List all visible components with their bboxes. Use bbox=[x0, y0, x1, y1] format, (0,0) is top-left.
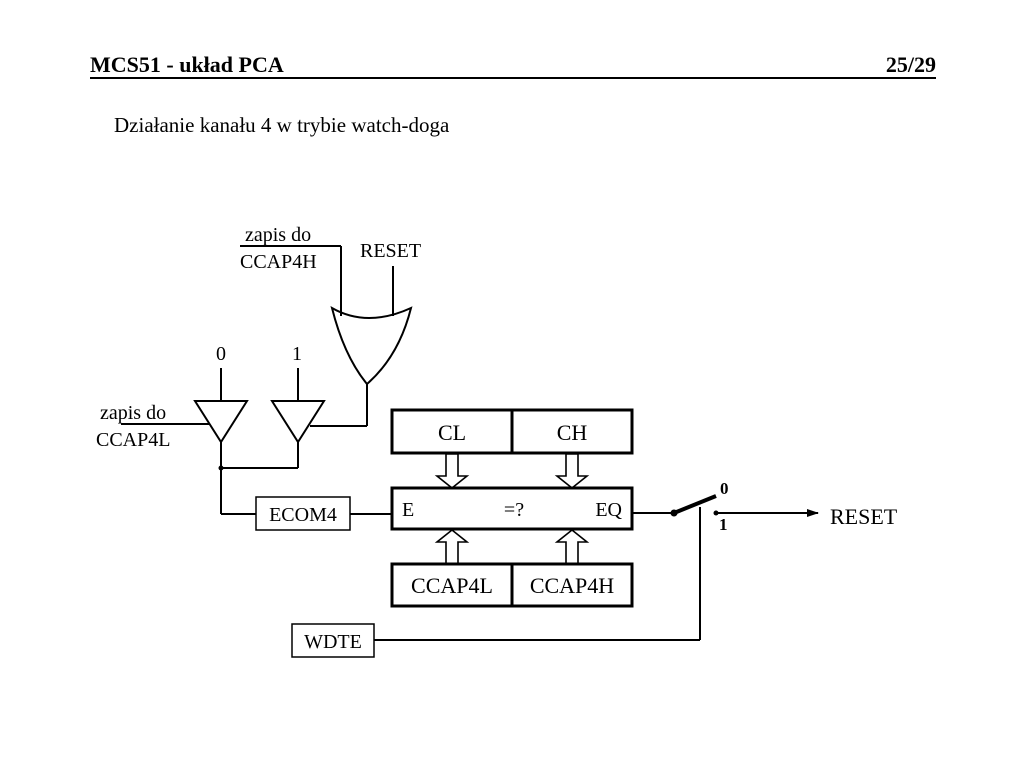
buffer1-input-label: 1 bbox=[292, 343, 302, 365]
reset-input-label: RESET bbox=[360, 240, 421, 262]
reg-ch-label: CH bbox=[557, 420, 588, 445]
reg-cl-label: CL bbox=[438, 420, 466, 445]
reg-ccap4l-label: CCAP4L bbox=[411, 573, 493, 598]
switch-position-0-label: 0 bbox=[720, 479, 729, 498]
comparator-e-label: E bbox=[402, 499, 414, 521]
junction-dot bbox=[218, 465, 224, 471]
buffer0-input-label: 0 bbox=[216, 343, 226, 365]
header-rule bbox=[90, 77, 936, 79]
wdte-label: WDTE bbox=[304, 631, 362, 653]
write-ccap4h-label-line1: zapis do bbox=[245, 224, 311, 246]
comparator-eq-sign: =? bbox=[504, 499, 524, 521]
switch-contact-dot bbox=[713, 510, 719, 516]
ecom4-box bbox=[255, 496, 351, 531]
switch-blade bbox=[673, 494, 717, 515]
buffer0-triangle bbox=[193, 400, 249, 444]
bus-arrow-ccap4l bbox=[434, 528, 470, 565]
ecom4-label: ECOM4 bbox=[269, 504, 337, 526]
write-ccap4l-label-line1: zapis do bbox=[100, 402, 166, 424]
switch-position-1-label: 1 bbox=[719, 515, 728, 534]
or-gate bbox=[330, 305, 413, 386]
write-ccap4l-label-line2: CCAP4L bbox=[96, 429, 170, 451]
bus-arrow-cl bbox=[434, 453, 470, 490]
page-title: MCS51 - układ PCA bbox=[90, 52, 284, 77]
comparator-eq-label: EQ bbox=[595, 499, 622, 521]
reg-ch-box bbox=[510, 408, 634, 455]
write-ccap4h-label-line2: CCAP4H bbox=[240, 251, 317, 273]
reset-output-label: RESET bbox=[830, 504, 898, 529]
comparator-box bbox=[390, 486, 634, 531]
wdte-box bbox=[291, 623, 375, 658]
slide-subtitle: Działanie kanału 4 w trybie watch-doga bbox=[114, 113, 450, 137]
bus-arrow-ch bbox=[554, 453, 590, 490]
buffer1-triangle bbox=[270, 400, 326, 444]
reg-ccap4h-label: CCAP4H bbox=[530, 573, 614, 598]
switch-pivot-dot bbox=[670, 509, 678, 517]
page-number: 25/29 bbox=[885, 52, 936, 77]
bus-arrow-ccap4h bbox=[554, 528, 590, 565]
